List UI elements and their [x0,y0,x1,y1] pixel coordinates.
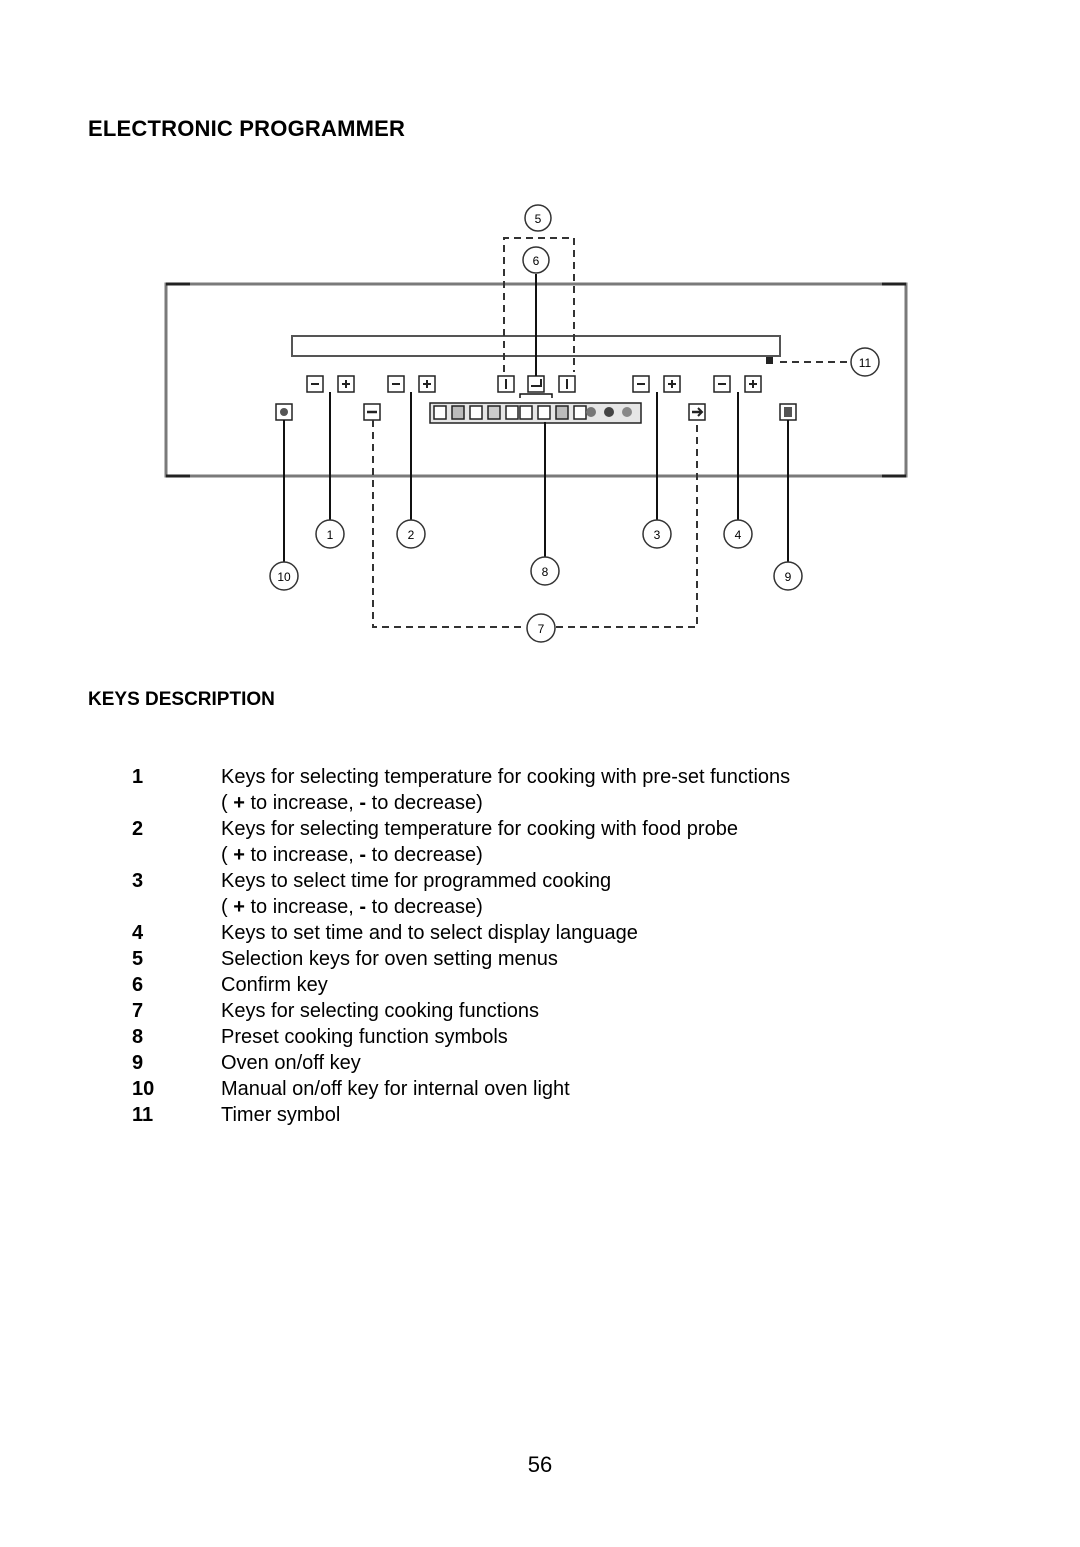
key-number: 3 [132,870,144,892]
key-subtext: ( + to increase, - to decrease) [221,844,483,866]
keys-description-title: KEYS DESCRIPTION [88,689,275,710]
key-text: Keys for selecting temperature for cooki… [221,766,791,788]
callout-11: 11 [850,347,880,377]
key-number: 6 [132,974,144,996]
timer-symbol [766,357,773,364]
callout-10: 10 [269,561,299,591]
oven-on-off-key [779,403,797,421]
callout-9: 9 [773,561,803,591]
menu-keys-dashed-bracket [503,237,575,372]
svg-text:9: 9 [785,570,792,584]
key-item-3: 3 Keys to select time for programmed coo… [0,868,1080,920]
function-symbols-strip [429,402,642,424]
oven-light-key [275,403,293,421]
key-number: 2 [132,818,144,840]
callout-3: 3 [642,519,672,549]
key-item-2: 2 Keys for selecting temperature for coo… [0,816,1080,868]
callout-8: 8 [530,556,560,586]
key-subtext: ( + to increase, - to decrease) [221,792,483,814]
callout-4: 4 [723,519,753,549]
svg-text:8: 8 [542,565,549,579]
key-item-6: 6 Confirm key [0,972,1080,998]
key-number: 11 [132,1104,154,1126]
key-item-1: 1 Keys for selecting temperature for coo… [0,764,1080,816]
key-item-11: 11 Timer symbol [0,1102,1080,1128]
key-number: 4 [132,922,144,944]
key-item-9: 9 Oven on/off key [0,1050,1080,1076]
key-text: Keys to select time for programmed cooki… [221,870,612,892]
svg-text:1: 1 [327,528,334,542]
clock-language-keys [713,375,762,393]
svg-text:2: 2 [408,528,415,542]
key-text: Manual on/off key for internal oven ligh… [221,1078,570,1100]
page-number: 56 [527,1452,553,1477]
key-text: Selection keys for oven setting menus [221,948,558,970]
key-text: Keys for selecting cooking functions [221,1000,539,1022]
key-number: 7 [132,1000,144,1022]
keys-list: 1 Keys for selecting temperature for coo… [0,764,1080,1128]
temp-preset-keys [306,375,355,393]
key-item-5: 5 Selection keys for oven setting menus [0,946,1080,972]
programmer-diagram: 5 6 11 1 2 3 4 10 8 9 7 [164,204,908,643]
function-right-key [688,403,706,421]
key-text: Preset cooking function symbols [221,1026,508,1048]
svg-text:4: 4 [735,528,742,542]
key-text: Keys for selecting temperature for cooki… [221,818,738,840]
callout-5: 5 [524,204,552,232]
callout-2: 2 [396,519,426,549]
key-item-4: 4 Keys to set time and to select display… [0,920,1080,946]
menu-selection-keys [497,375,576,393]
callout-1: 1 [315,519,345,549]
key-item-8: 8 Preset cooking function symbols [0,1024,1080,1050]
key-number: 9 [132,1052,144,1074]
key-subtext: ( + to increase, - to decrease) [221,896,483,918]
svg-text:6: 6 [533,254,540,268]
key-number: 8 [132,1026,144,1048]
key-number: 1 [132,766,144,788]
key-text: Oven on/off key [221,1052,361,1074]
svg-text:7: 7 [538,622,545,636]
svg-text:3: 3 [654,528,661,542]
programmed-time-keys [632,375,681,393]
temp-probe-keys [387,375,436,393]
section-title: ELECTRONIC PROGRAMMER [88,116,406,141]
svg-text:5: 5 [535,212,542,226]
key-text: Confirm key [221,974,328,996]
svg-text:11: 11 [859,356,872,370]
key-text: Keys to set time and to select display l… [221,922,638,944]
function-left-key [363,403,381,421]
key-number: 10 [132,1078,155,1100]
key-text: Timer symbol [221,1104,341,1126]
svg-text:10: 10 [277,570,291,584]
key-item-7: 7 Keys for selecting cooking functions [0,998,1080,1024]
key-item-10: 10 Manual on/off key for internal oven l… [0,1076,1080,1102]
callout-7: 7 [526,613,556,643]
function-keys-dashed-bracket [372,420,698,628]
callout-6: 6 [522,246,550,274]
key-number: 5 [132,948,144,970]
